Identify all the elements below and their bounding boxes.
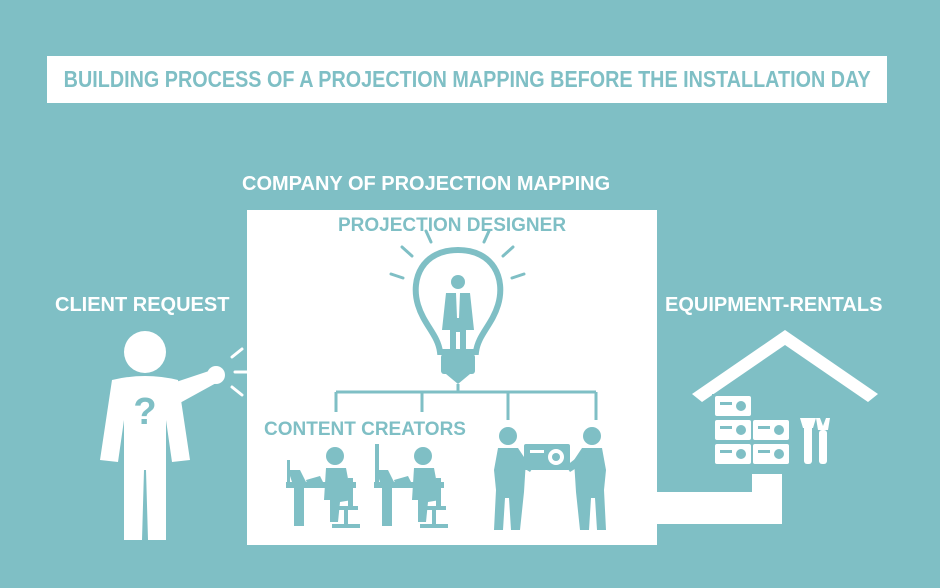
rentals-connector [650, 455, 782, 524]
svg-text:?: ? [133, 391, 156, 433]
title-banner: BUILDING PROCESS OF A PROJECTION MAPPING… [47, 56, 887, 103]
carrying-projector-icon [494, 427, 606, 530]
diagram-title: BUILDING PROCESS OF A PROJECTION MAPPING… [63, 66, 871, 92]
equipment-rentals-label: EQUIPMENT-RENTALS [665, 294, 883, 316]
lightbulb-person-icon [389, 229, 526, 384]
warehouse-projectors-icon [692, 330, 878, 474]
desk-worker-icon [286, 447, 360, 528]
projection-designer-label: PROJECTION DESIGNER [338, 215, 567, 236]
question-person-icon: ? [100, 331, 249, 540]
company-label: COMPANY OF PROJECTION MAPPING [242, 173, 611, 195]
client-request-label: CLIENT REQUEST [55, 294, 230, 316]
desk-worker-icon [374, 444, 448, 528]
org-tree-connector [334, 384, 598, 420]
content-creators-label: CONTENT CREATORS [264, 419, 466, 440]
